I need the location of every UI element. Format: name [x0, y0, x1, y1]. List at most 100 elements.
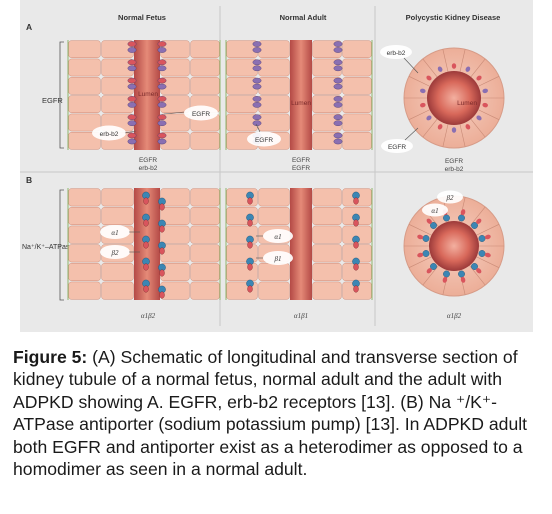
receptor-subunit — [333, 96, 343, 102]
receptor-subunit — [127, 132, 137, 139]
epithelial-cell — [68, 95, 101, 113]
receptor-subunit — [333, 83, 343, 90]
callout-alpha-adult-text: α1 — [274, 233, 281, 241]
epithelial-cell — [68, 58, 101, 77]
callout-erbb2-fetus: erb-b2 — [92, 125, 137, 141]
epithelial-cell — [101, 207, 134, 225]
callout-egfr-pkd-text: EGFR — [388, 144, 406, 151]
cell-border — [442, 49, 449, 72]
lumen — [429, 221, 479, 271]
receptor-subunit — [333, 102, 343, 108]
cell-border — [470, 58, 486, 78]
adult-a-bottom-2: EGFR — [292, 165, 310, 172]
callout-beta-adult-text: β1 — [274, 255, 282, 263]
cell-border — [459, 49, 466, 72]
epithelial-cell — [160, 188, 190, 207]
callout-egfr-fetus-text: EGFR — [192, 111, 210, 118]
epithelial-cell — [68, 263, 101, 281]
lumen-label-adult: Lumen — [291, 100, 311, 107]
callout-alpha-pkd-text: α1 — [431, 207, 438, 215]
lumen — [427, 71, 481, 125]
epithelial-cell — [342, 132, 372, 150]
adult-egfr-section — [225, 40, 373, 150]
cell-border — [408, 76, 430, 87]
receptor-subunit — [252, 102, 262, 108]
receptor-subunit — [252, 83, 262, 90]
epithelial-cell — [258, 58, 290, 77]
epithelial-cell — [258, 263, 290, 281]
epithelial-cell — [226, 263, 258, 281]
callout-beta-pkd-text: β2 — [446, 194, 454, 202]
receptor-subunit — [333, 120, 343, 126]
beta-subunit — [426, 218, 432, 224]
callout-alpha-fetus: α1 — [100, 225, 140, 239]
cell-border — [408, 256, 432, 268]
epithelial-cell — [190, 281, 220, 300]
pkd-b-bottom: α1β2 — [447, 312, 462, 320]
callout-egfr-adult-text: EGFR — [255, 137, 273, 144]
receptor-subunit — [157, 41, 167, 47]
receptor-subunit — [451, 127, 457, 133]
epithelial-cell — [312, 207, 342, 225]
cell-border — [442, 124, 449, 147]
alpha-subunit — [478, 250, 486, 257]
epithelial-cell — [190, 40, 220, 58]
caption-text: (A) Schematic of longitudinal and transv… — [13, 347, 528, 480]
receptor-subunit — [157, 96, 167, 102]
lumen — [134, 40, 160, 150]
callout-beta-pkd: β2 — [437, 190, 463, 204]
epithelial-cell — [190, 77, 220, 95]
epithelial-cell — [68, 113, 101, 132]
beta-subunit — [353, 219, 359, 227]
epithelial-cell — [312, 281, 342, 300]
receptor-subunit — [333, 138, 343, 145]
epithelial-cell — [160, 225, 190, 244]
epithelial-cell — [68, 40, 101, 58]
epithelial-cell — [68, 132, 101, 150]
figure-panel: A B Normal Fetus Normal Adult Polycystic… — [20, 0, 533, 332]
epithelial-cell — [342, 95, 372, 113]
row-a-bracket — [59, 41, 64, 149]
receptor-subunit — [437, 66, 443, 72]
callout-alpha-pkd: α1 — [422, 203, 448, 217]
receptor-subunit — [333, 77, 343, 84]
epithelial-cell — [68, 225, 101, 244]
receptor-subunit — [333, 59, 343, 66]
cell-border — [478, 76, 500, 87]
epithelial-cell — [342, 58, 372, 77]
callout-beta-fetus-text: β2 — [111, 249, 119, 257]
receptor-subunit — [333, 65, 343, 72]
epithelial-cell — [68, 188, 101, 207]
receptor-subunit — [127, 41, 137, 47]
alpha-subunit — [478, 235, 486, 242]
pkd-a-bottom-2: erb-b2 — [445, 166, 464, 173]
receptor-subunit — [127, 77, 137, 84]
receptor-subunit — [437, 124, 443, 130]
cell-border — [422, 118, 438, 138]
epithelial-cell — [101, 281, 134, 300]
receptor-subunit — [127, 47, 137, 53]
adult-b-bottom: α1β1 — [294, 312, 308, 320]
beta-subunit — [143, 263, 149, 271]
col-title-pkd: Polycystic Kidney Disease — [406, 13, 501, 22]
receptor-subunit — [482, 88, 488, 94]
epithelial-cell — [312, 263, 342, 281]
callout-erbb2-fetus-text: erb-b2 — [100, 131, 119, 138]
beta-subunit — [442, 276, 448, 283]
alpha-subunit — [458, 270, 465, 278]
callout-alpha-fetus-text: α1 — [111, 229, 118, 237]
epithelial-cell — [68, 77, 101, 95]
receptor-subunit — [426, 115, 432, 121]
epithelial-cell — [190, 132, 220, 150]
receptor-subunit — [157, 47, 167, 53]
pkd-atpase-section — [403, 195, 505, 297]
figure-caption: Figure 5: (A) Schematic of longitudinal … — [13, 346, 548, 480]
callout-egfr-fetus: EGFR — [163, 105, 218, 121]
epithelial-cell — [68, 281, 101, 300]
alpha-subunit — [458, 214, 465, 222]
beta-subunit — [353, 263, 359, 271]
receptor-subunit — [476, 75, 482, 81]
receptor-subunit — [127, 65, 137, 72]
beta-subunit — [159, 247, 165, 255]
beta-subunit — [460, 209, 466, 216]
